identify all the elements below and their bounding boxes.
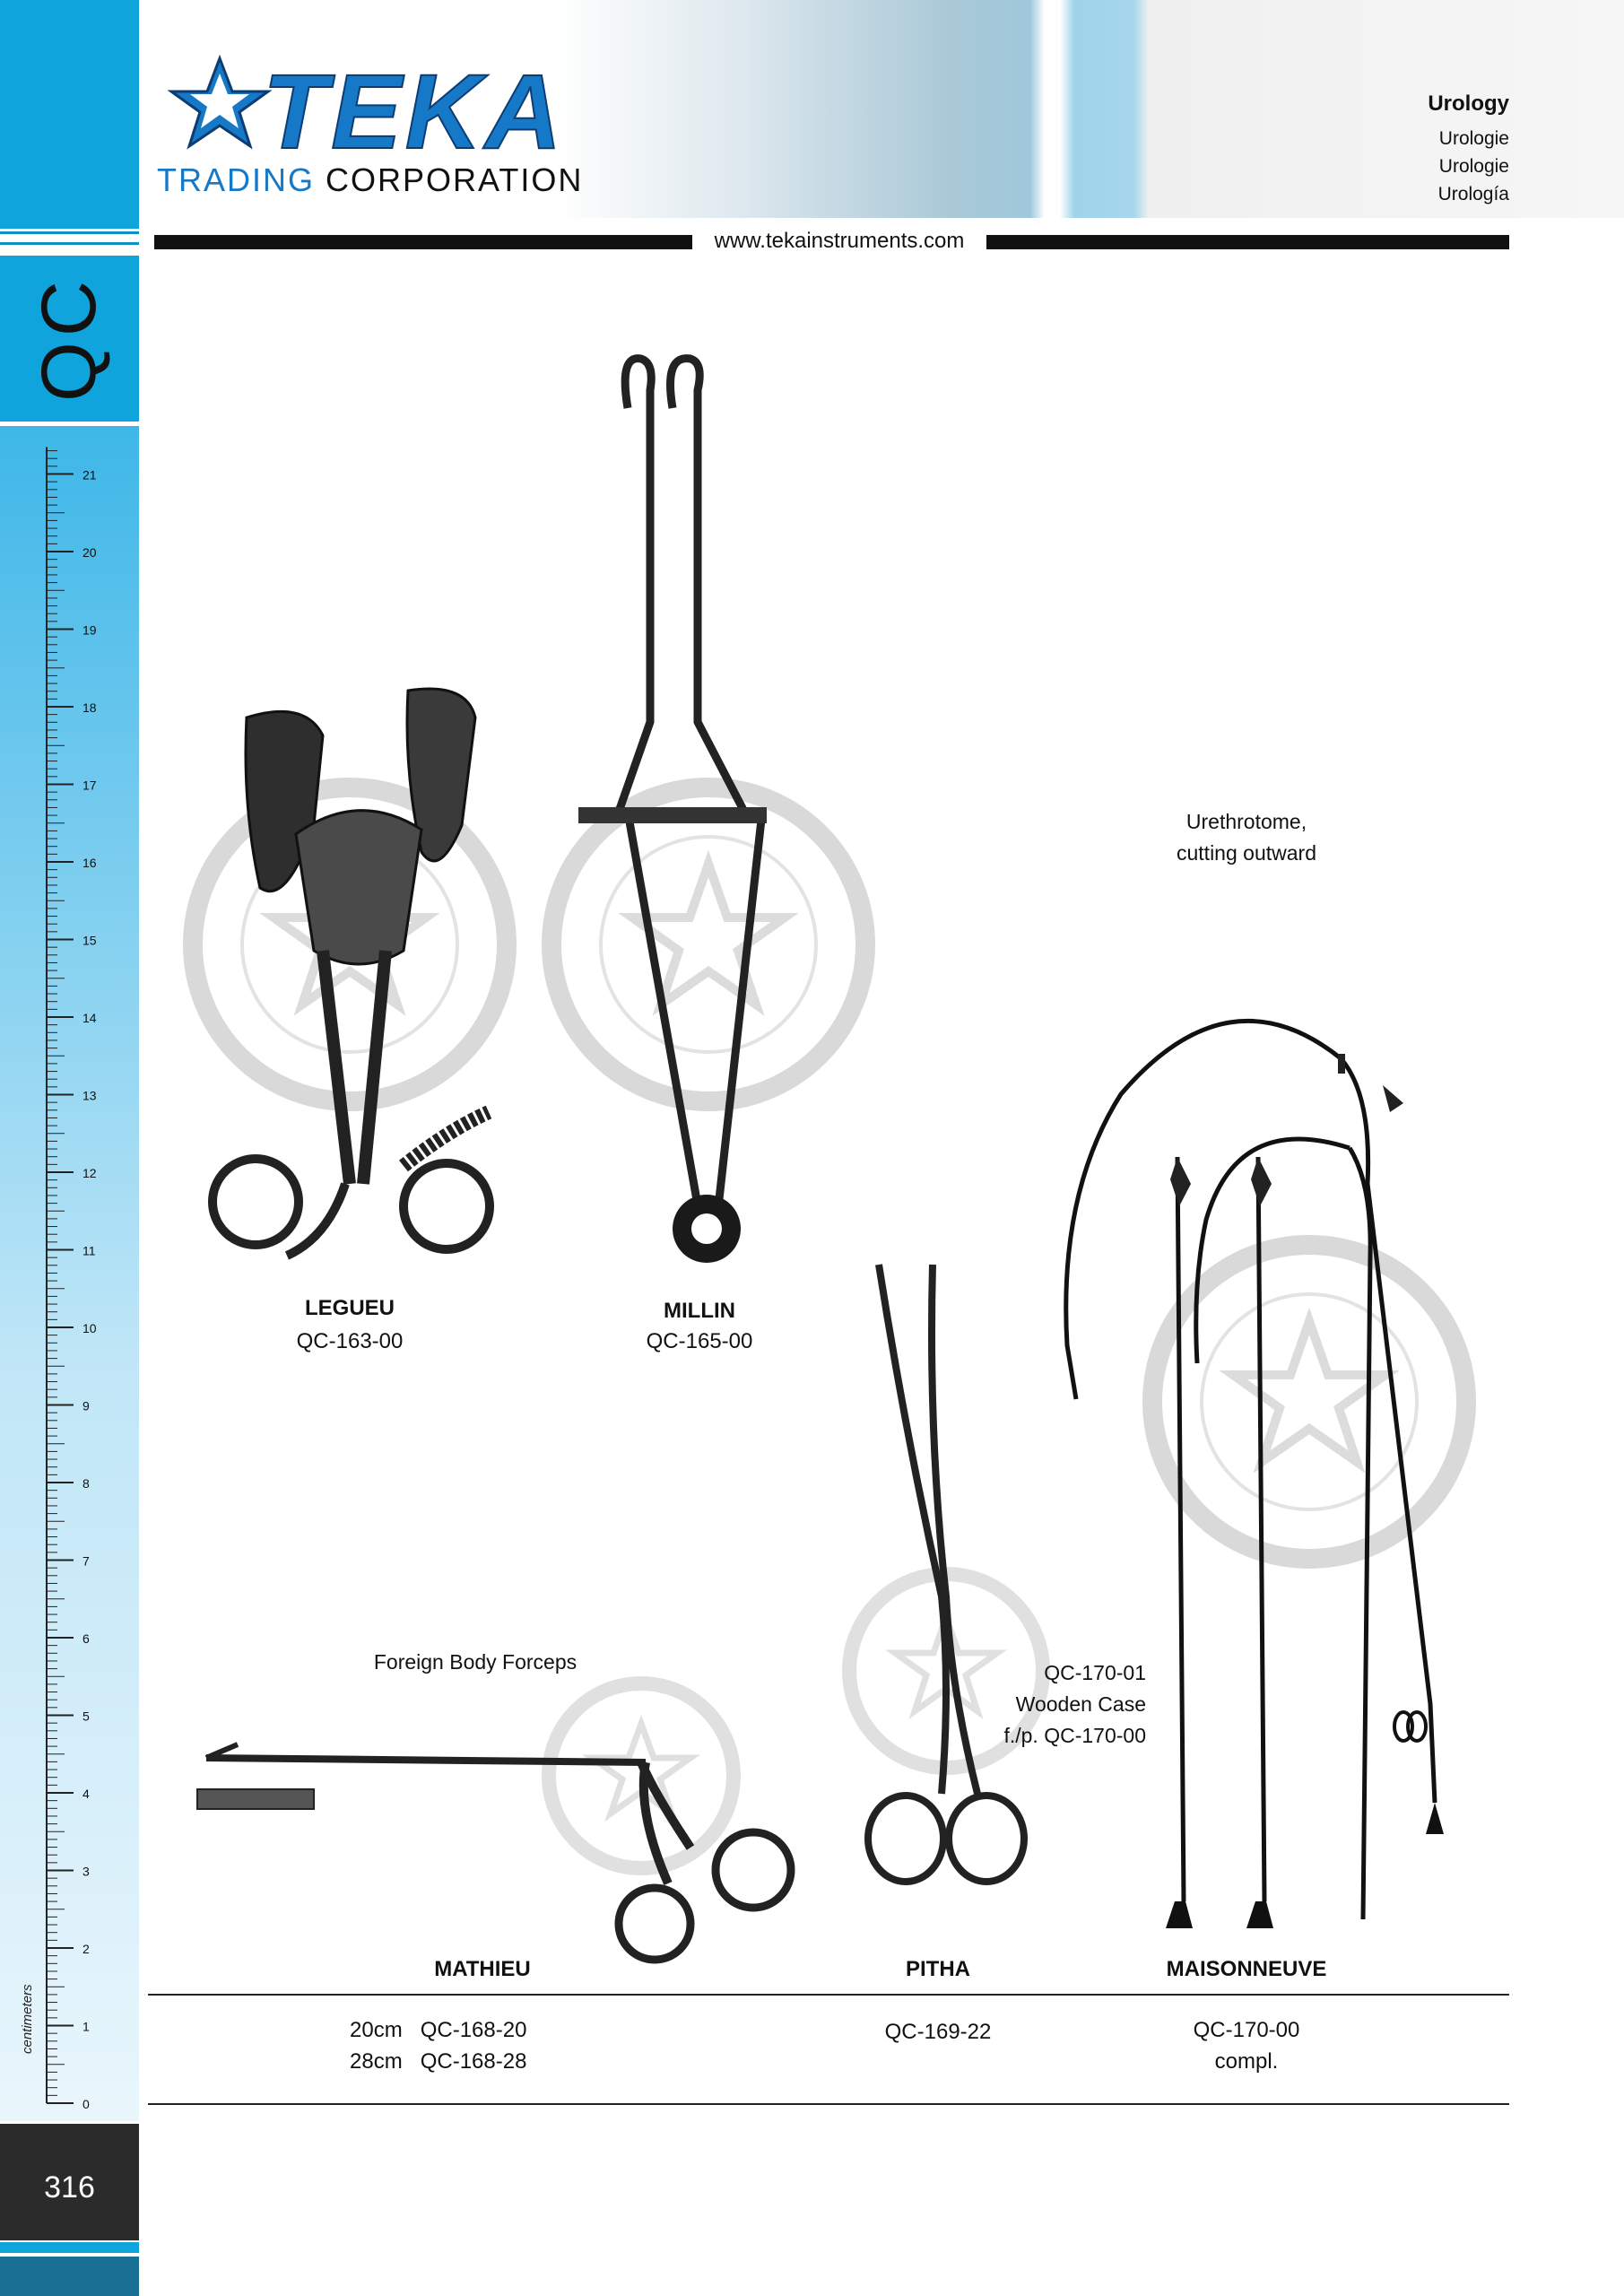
mathieu-code-2: QC-168-28 [420, 2049, 527, 2074]
category-translation-es: Urología [1437, 184, 1509, 204]
page-number-block [0, 2124, 139, 2240]
ruler-label: 4 [83, 1787, 90, 1801]
ruler-label: 8 [83, 1476, 90, 1491]
brand-subtitle: TRADING CORPORATION [157, 161, 583, 199]
mathieu-code-1: QC-168-20 [420, 2018, 527, 2042]
ruler-label: 15 [83, 934, 97, 948]
maisonneuve-code-suffix: compl. [1214, 2049, 1279, 2074]
legueu-name: LEGUEU [304, 1296, 395, 1320]
ruler-label: 10 [83, 1321, 97, 1335]
ruler-label: 14 [83, 1011, 97, 1025]
millin-code: QC-165-00 [646, 1329, 753, 1353]
ruler-label: 2 [83, 1942, 90, 1956]
sidebar-bottom-block [0, 2257, 139, 2296]
sidebar-bottom-stripe [0, 2242, 139, 2253]
ruler-label: 7 [83, 1554, 90, 1569]
ruler-label: 12 [83, 1166, 97, 1180]
mathieu-note: Foreign Body Forceps [373, 1650, 578, 1674]
brand-word-corporation: CORPORATION [326, 161, 584, 198]
ruler-label: 9 [83, 1399, 90, 1413]
maisonneuve-urethrotome-image [1064, 1019, 1444, 1928]
legueu-retractor-image [208, 687, 494, 1260]
ruler-label: 0 [83, 2097, 90, 2111]
table-rule-bottom [148, 2103, 1509, 2105]
mathieu-variant-1: 20cm QC-168-20 [350, 2018, 526, 2043]
millin-name: MILLIN [664, 1299, 735, 1323]
millin-retractor-image [578, 354, 767, 1263]
watermark-seal [1142, 1235, 1476, 1569]
category-translation-fr: Urologie [1438, 156, 1509, 177]
ruler-label: 17 [83, 778, 97, 793]
urethrotome-note-line1: Urethrotome, [1185, 810, 1307, 833]
ruler-label: 19 [83, 623, 97, 638]
ruler-label: 13 [83, 1089, 97, 1103]
header-banner [139, 0, 1624, 218]
mathieu-variant-2: 28cm QC-168-28 [350, 2049, 526, 2074]
mathieu-size-2: 28cm [350, 2049, 403, 2074]
website-link[interactable]: www.tekainstruments.com [714, 229, 965, 253]
urethrotome-note-line2: cutting outward [1177, 841, 1316, 865]
star-icon: TEKA [167, 52, 562, 172]
mathieu-size-1: 20cm [350, 2018, 403, 2042]
brand-word-trading: TRADING [157, 161, 315, 198]
ruler-label: 11 [83, 1244, 96, 1258]
section-tab [0, 256, 139, 422]
sidebar-top-block [0, 0, 139, 229]
ruler-unit-label: centimeters [20, 1984, 35, 2054]
legueu-code: QC-163-00 [296, 1329, 404, 1353]
ruler-label: 18 [83, 700, 97, 715]
pitha-name: PITHA [906, 1957, 970, 1981]
brand-name: TEKA [263, 53, 565, 171]
table-rule-top [148, 1994, 1509, 1996]
page-number: 316 [44, 2170, 95, 2205]
ruler-label: 1 [83, 2020, 90, 2034]
category-title: Urology [1428, 91, 1509, 116]
mathieu-name: MATHIEU [434, 1957, 531, 1981]
ruler-label: 6 [83, 1631, 90, 1646]
header-rule [154, 235, 692, 249]
sidebar-divider [0, 231, 139, 234]
category-translation-de: Urologie [1438, 128, 1509, 149]
teka-logo: TEKA [157, 52, 605, 206]
ruler-label: 21 [83, 468, 97, 483]
ruler-label: 3 [83, 1865, 90, 1879]
ruler-label: 20 [83, 545, 97, 560]
pitha-forceps-image [864, 1264, 1028, 1885]
pitha-code: QC-169-22 [884, 2020, 992, 2044]
header-rule [986, 235, 1509, 249]
maisonneuve-name: MAISONNEUVE [1166, 1957, 1327, 1981]
wooden-case-reference: f./p. QC-170-00 [1003, 1724, 1146, 1747]
ruler-label: 16 [83, 856, 97, 870]
sidebar-divider [0, 242, 139, 245]
wooden-case-code: QC-170-01 [1044, 1661, 1146, 1684]
section-code-label: QC [26, 275, 112, 402]
ruler-label: 5 [83, 1709, 90, 1724]
mathieu-forceps-image [196, 1742, 795, 1964]
maisonneuve-code: QC-170-00 [1193, 2018, 1300, 2042]
wooden-case-label: Wooden Case [1015, 1692, 1146, 1716]
watermark-seal [542, 778, 875, 1111]
